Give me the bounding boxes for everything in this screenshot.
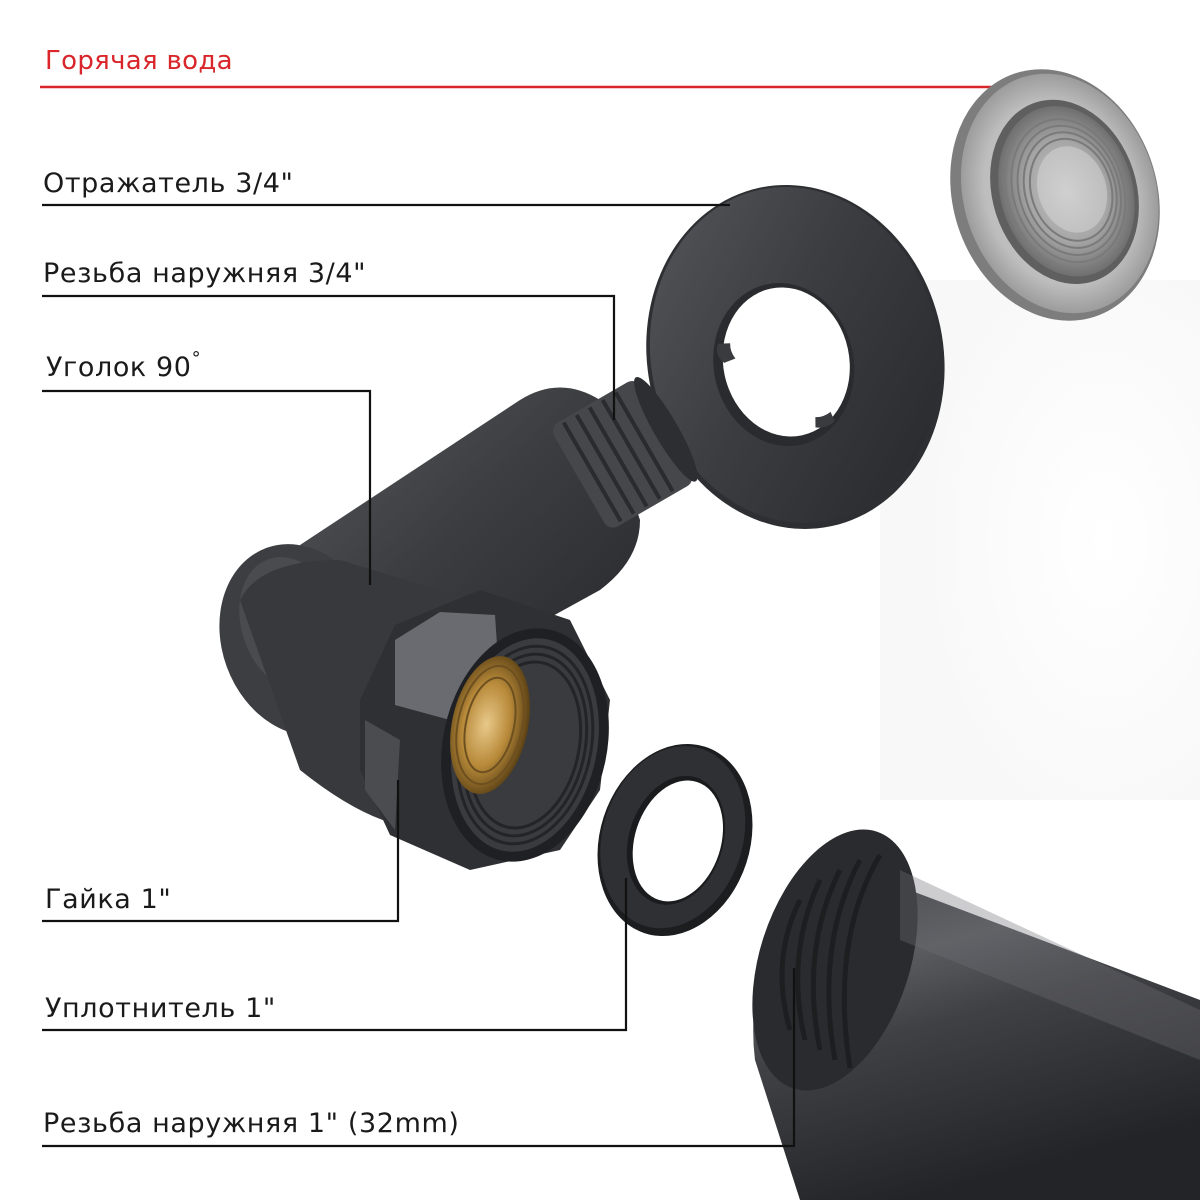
reflector-ring-icon bbox=[646, 184, 945, 529]
leader-nut bbox=[42, 780, 400, 923]
label-elbow: Уголок 90° bbox=[46, 348, 201, 383]
leader-thread-1 bbox=[42, 968, 796, 1148]
leader-thread-34 bbox=[42, 294, 616, 420]
leader-elbow bbox=[42, 389, 372, 585]
label-reflector: Отражатель 3/4" bbox=[43, 168, 294, 199]
label-elbow-text: Уголок 90 bbox=[46, 352, 192, 383]
label-nut: Гайка 1" bbox=[45, 884, 172, 915]
leader-seal bbox=[42, 878, 628, 1032]
page-title: Горячая вода bbox=[45, 46, 233, 76]
leader-lines bbox=[42, 203, 796, 1148]
brass-thread-icon bbox=[450, 656, 530, 794]
threaded-flange-icon bbox=[950, 69, 1160, 321]
label-seal: Уплотнитель 1" bbox=[45, 993, 276, 1024]
elbow-fitting-icon bbox=[219, 377, 698, 870]
label-thread-1: Резьба наружняя 1" (32mm) bbox=[43, 1108, 460, 1139]
degree-icon: ° bbox=[191, 348, 202, 369]
seal-ring-icon bbox=[597, 743, 753, 937]
threaded-pipe-icon bbox=[752, 829, 1200, 1200]
label-thread-34: Резьба наружняя 3/4" bbox=[43, 258, 367, 289]
